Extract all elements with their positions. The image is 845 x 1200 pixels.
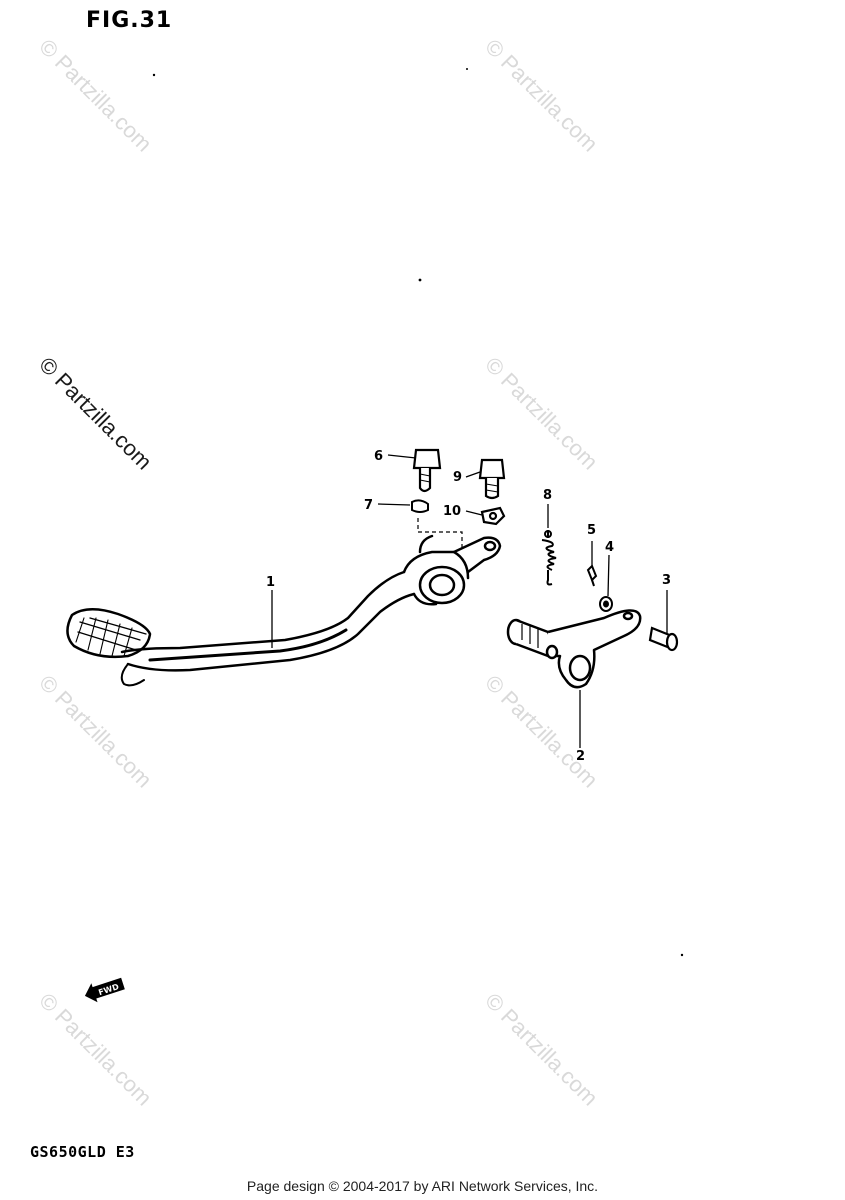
footer-copyright: Page design © 2004-2017 by ARI Network S… [246,1178,599,1194]
callout-8: 8 [543,488,552,503]
forward-arrow-icon: FWD [84,977,125,1003]
bolt-9 [478,458,506,500]
model-code: GS650GLD E3 [30,1143,135,1161]
spring-8 [541,530,557,586]
leader-lines [271,454,668,748]
bolt-6 [412,448,442,493]
callout-1: 1 [266,575,275,590]
callout-4: 4 [605,540,614,555]
nut-7 [411,499,429,513]
washer-4 [599,596,613,612]
callout-9: 9 [453,470,462,485]
callout-3: 3 [662,573,671,588]
callout-2: 2 [576,749,585,764]
callout-6: 6 [374,449,383,464]
callout-7: 7 [364,498,373,513]
cotter-pin-5 [586,564,598,587]
callout-10: 10 [443,504,461,519]
cam-lever-2 [506,609,642,689]
nut-10 [480,506,506,526]
brake-pedal-part [66,534,502,687]
clevis-pin-3 [648,626,679,652]
figure-title: FIG.31 [86,8,173,33]
callout-5: 5 [587,523,596,538]
forward-arrow-label: FWD [97,982,120,997]
